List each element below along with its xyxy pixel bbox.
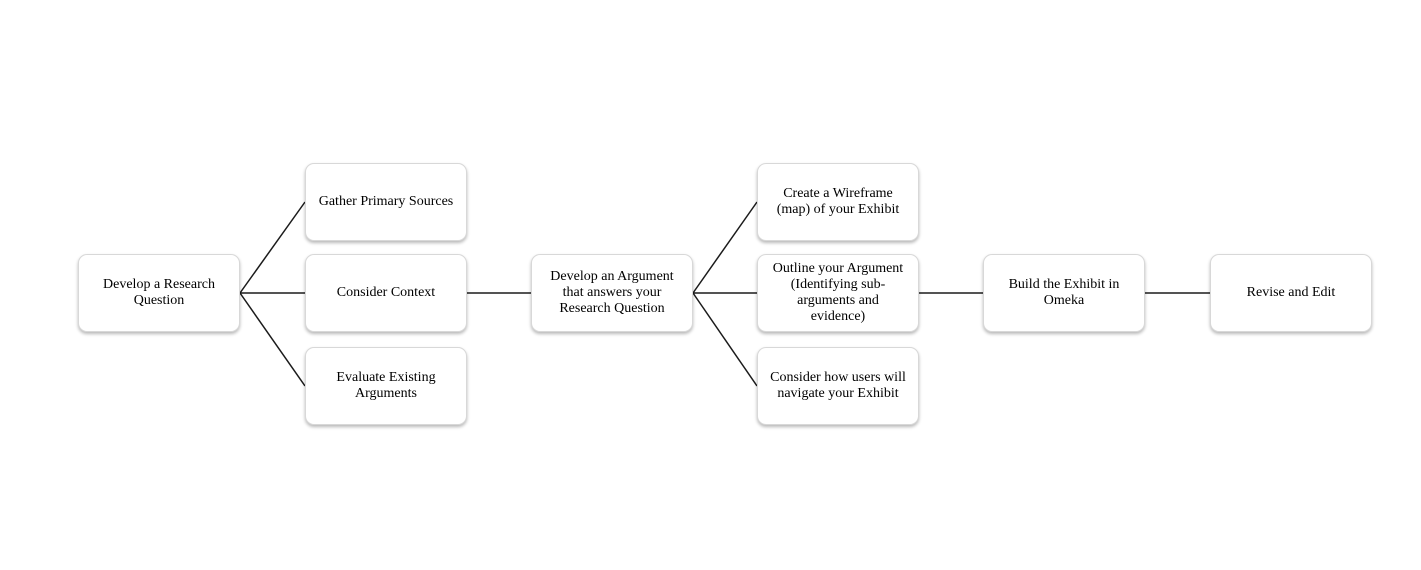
flow-node-develop-argument: Develop an Argument that answers your Re… (531, 254, 693, 332)
connector-develop-argument-to-create-wireframe (692, 201, 758, 294)
node-label: Develop a Research Question (103, 277, 215, 308)
flow-node-build-exhibit-omeka: Build the Exhibit in Omeka (983, 254, 1145, 332)
node-label: Consider how users will navigate your Ex… (770, 370, 906, 401)
flow-node-revise-and-edit: Revise and Edit (1210, 254, 1372, 332)
node-label: Revise and Edit (1246, 285, 1336, 300)
node-label: Create a Wireframe (map) of your Exhibit (776, 186, 900, 217)
flow-node-consider-user-navigation: Consider how users will navigate your Ex… (757, 347, 919, 425)
node-label: Develop an Argument that answers your Re… (550, 269, 674, 316)
node-label: Consider Context (336, 285, 436, 300)
node-label: Gather Primary Sources (318, 194, 454, 209)
node-label: Build the Exhibit in Omeka (1008, 277, 1120, 308)
node-label: Outline your Argument (Identifying sub- … (772, 261, 904, 324)
flow-node-develop-research-question: Develop a Research Question (78, 254, 240, 332)
node-label: Evaluate Existing Arguments (336, 370, 436, 401)
connector-develop-question-to-gather-sources (239, 201, 306, 294)
flow-node-evaluate-existing-arguments: Evaluate Existing Arguments (305, 347, 467, 425)
connector-develop-question-to-evaluate-arguments (239, 292, 306, 387)
flow-node-consider-context: Consider Context (305, 254, 467, 332)
flow-node-outline-argument: Outline your Argument (Identifying sub- … (757, 254, 919, 332)
connector-develop-argument-to-consider-navigation (692, 292, 758, 387)
flow-node-create-wireframe: Create a Wireframe (map) of your Exhibit (757, 163, 919, 241)
flow-node-gather-primary-sources: Gather Primary Sources (305, 163, 467, 241)
